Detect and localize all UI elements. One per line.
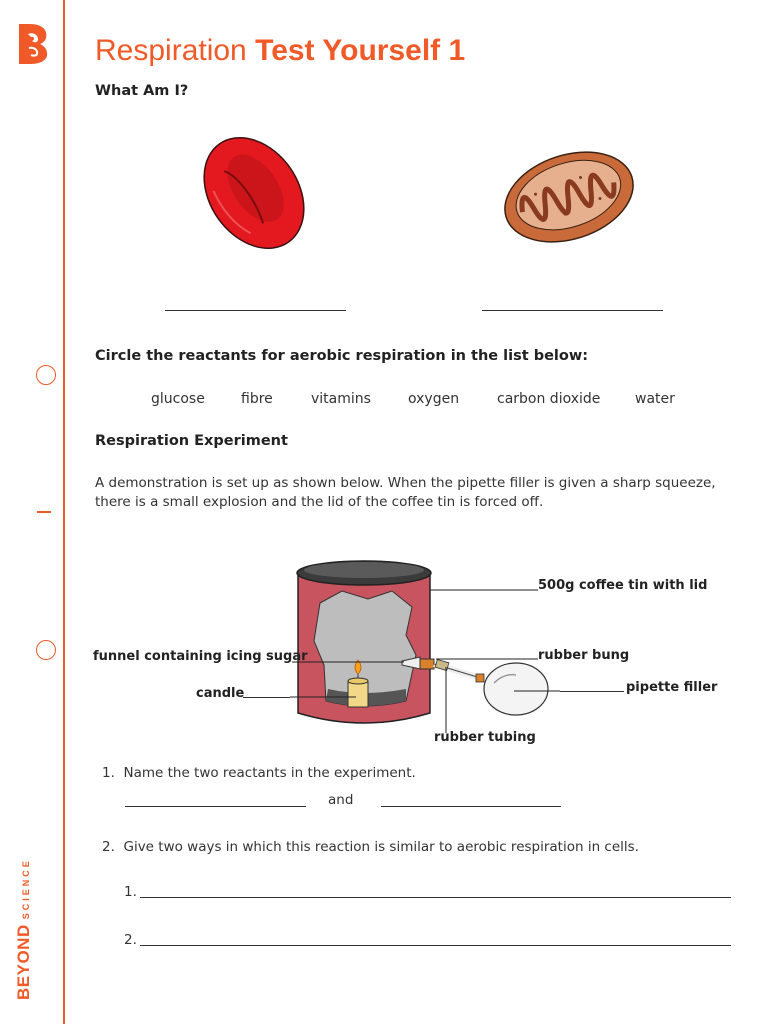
question-1-number: 1.: [102, 765, 115, 781]
word-carbon-dioxide[interactable]: carbon dioxide: [497, 391, 601, 407]
word-oxygen[interactable]: oxygen: [408, 391, 460, 407]
answer-line-mitochondrion[interactable]: [482, 310, 663, 311]
and-word: and: [328, 792, 354, 808]
word-fibre[interactable]: fibre: [241, 391, 273, 407]
what-am-i-heading: What Am I?: [95, 83, 189, 99]
page-title: Respiration Test Yourself 1: [95, 34, 465, 68]
title-normal: Respiration: [95, 34, 247, 67]
margin-line: [63, 0, 65, 1024]
label-candle: candle: [196, 686, 245, 701]
word-glucose[interactable]: glucose: [151, 391, 205, 407]
question-2: 2. Give two ways in which this reaction …: [102, 839, 639, 855]
label-rubber-bung: rubber bung: [538, 648, 630, 663]
label-pipette-filler: pipette filler: [626, 680, 718, 695]
punch-hole-bottom: [36, 640, 56, 660]
question-2-text: Give two ways in which this reaction is …: [123, 839, 639, 855]
brand-wordmark: BEYOND SCIENCE: [14, 858, 34, 1000]
punch-hole-top: [36, 365, 56, 385]
brand-name: BEYOND: [14, 924, 33, 1000]
experiment-heading: Respiration Experiment: [95, 433, 288, 449]
experiment-diagram: [290, 560, 560, 733]
question-2-number: 2.: [102, 839, 115, 855]
label-funnel: funnel containing icing sugar: [93, 649, 308, 664]
answer-line-reactant-1[interactable]: [125, 806, 306, 807]
label-rubber-tubing: rubber tubing: [434, 730, 536, 745]
brand-sub: SCIENCE: [21, 858, 31, 920]
margin-tick: [37, 511, 51, 513]
word-water[interactable]: water: [635, 391, 675, 407]
word-vitamins[interactable]: vitamins: [311, 391, 371, 407]
question-1-text: Name the two reactants in the experiment…: [123, 765, 416, 781]
answer-line-reactant-2[interactable]: [381, 806, 561, 807]
answer-line-similarity-2[interactable]: [140, 945, 731, 946]
red-blood-cell-image: [203, 137, 305, 249]
answer-2-number: 2.: [124, 932, 137, 948]
answer-1-number: 1.: [124, 884, 137, 900]
label-coffee-tin: 500g coffee tin with lid: [538, 578, 708, 593]
answer-line-similarity-1[interactable]: [140, 897, 731, 898]
title-bold: Test Yourself 1: [255, 34, 466, 67]
candle-leader-line: [243, 697, 290, 698]
beyond-logo-icon: [19, 24, 48, 64]
mitochondrion-image: [504, 151, 634, 243]
experiment-intro: A demonstration is set up as shown below…: [95, 475, 716, 510]
reactants-heading: Circle the reactants for aerobic respira…: [95, 348, 589, 364]
question-1: 1. Name the two reactants in the experim…: [102, 765, 416, 781]
filler-leader-line: [560, 691, 624, 692]
answer-line-blood-cell[interactable]: [165, 310, 346, 311]
